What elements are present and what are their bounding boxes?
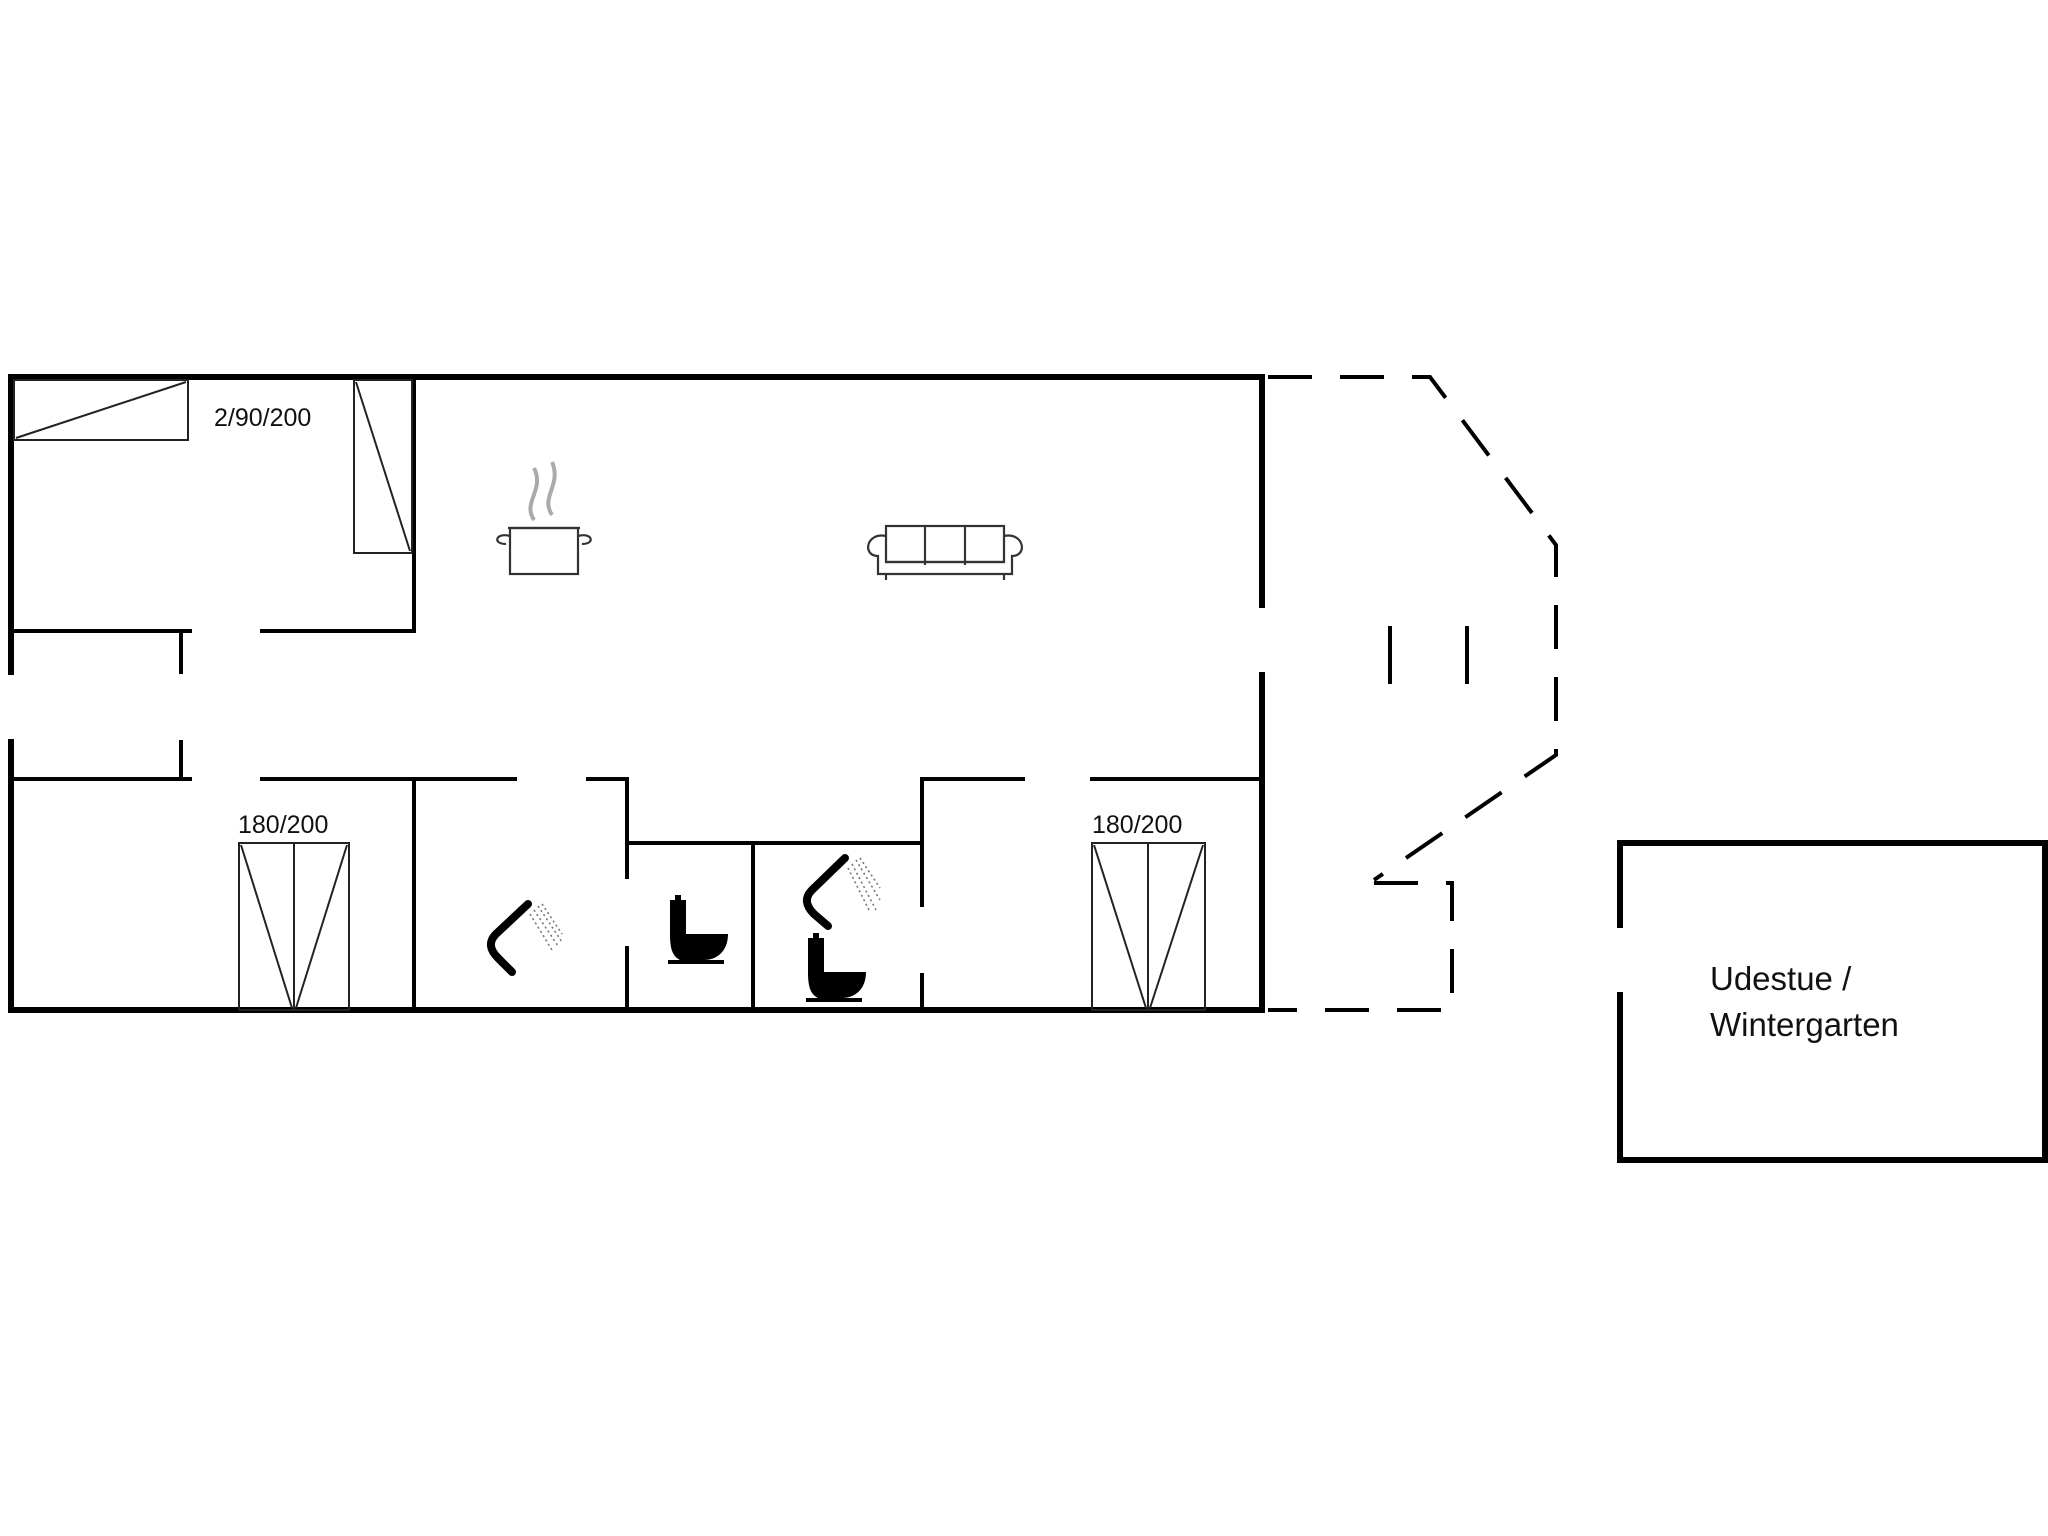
toilet-icon (668, 895, 728, 964)
conservatory-label-line1: Udestue / (1710, 960, 1852, 997)
single-bed-2 (353, 379, 413, 554)
bed-size-label-bedroom-3: 180/200 (1092, 811, 1182, 839)
interior-walls (9, 375, 1264, 1012)
porch-outline (1268, 375, 1558, 1012)
sofa-icon (867, 524, 1023, 580)
double-bed-bedroom-2 (238, 842, 350, 1011)
cooking-pot-icon (496, 461, 592, 576)
exterior-walls (8, 374, 1265, 1013)
single-bed-1 (13, 379, 189, 441)
bed-size-label-bedroom-1: 2/90/200 (214, 404, 311, 432)
conservatory-label-line2: Wintergarten (1710, 1006, 1899, 1043)
shower-icon (487, 900, 563, 976)
bed-size-label-bedroom-2: 180/200 (238, 811, 328, 839)
double-bed-bedroom-3 (1091, 842, 1206, 1011)
shower-icon-2 (803, 854, 881, 930)
conservatory: Udestue / Wintergarten (1617, 840, 2048, 1163)
toilet-icon-2 (806, 933, 866, 1002)
